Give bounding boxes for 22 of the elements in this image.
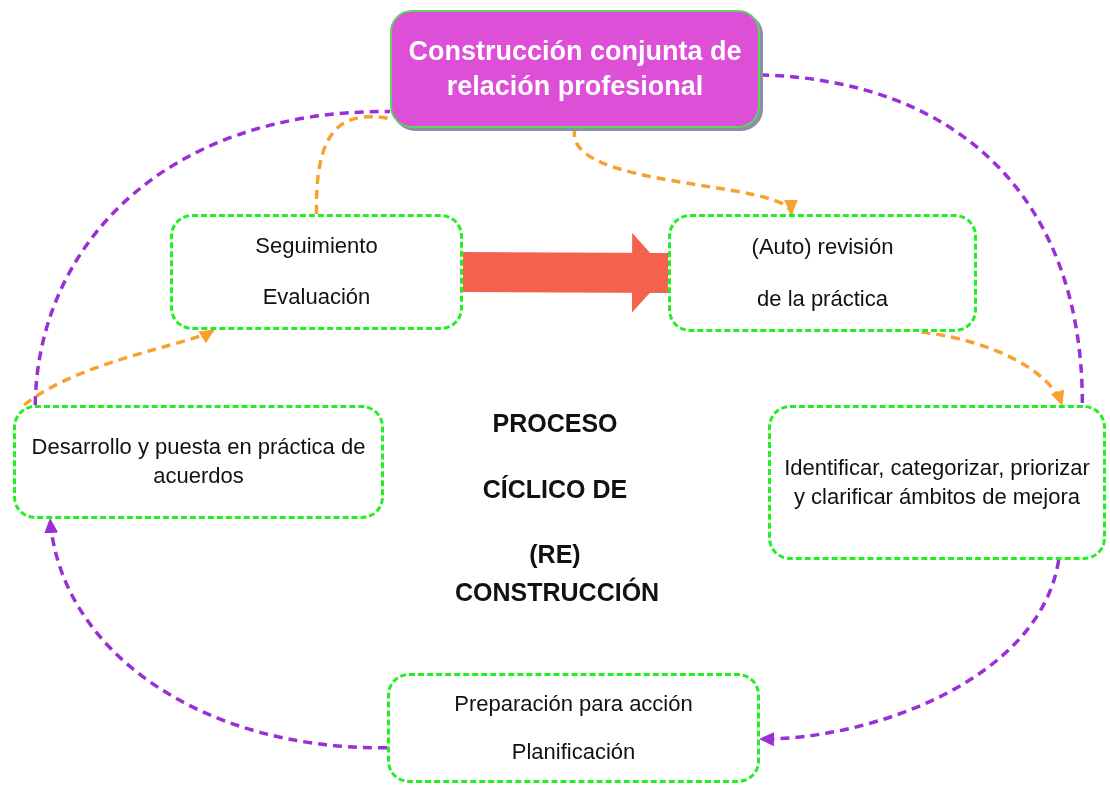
node-text: Construcción conjunta de relación profesional [407,34,743,103]
title-box [390,10,760,128]
node-text: (Auto) revisión [751,232,894,261]
process-box [768,405,1106,560]
process-box [13,405,384,519]
process-box [668,214,977,332]
center-label: PROCESO [491,408,619,439]
node-text: Evaluación [262,283,371,312]
node-text: Preparación para acción [454,689,693,718]
process-box [387,673,760,783]
dashed-arrow [921,330,1064,406]
dashed-arrow [759,559,1061,746]
dashed-arrow [45,518,388,750]
node-text: Identificar, categorizar, priorizar y clarificar ámbitos de mejora [783,453,1091,511]
dashed-arrow [23,328,215,407]
node-text: Desarrollo y puesta en práctica de acuerdos [30,433,367,490]
node-text: de la práctica [757,284,888,313]
center-label: CÍCLICO DE [481,473,629,505]
node-text: Seguimiento [255,232,378,261]
block-arrow [462,232,669,313]
process-box [170,214,463,330]
node-text: Planificación [511,737,636,766]
